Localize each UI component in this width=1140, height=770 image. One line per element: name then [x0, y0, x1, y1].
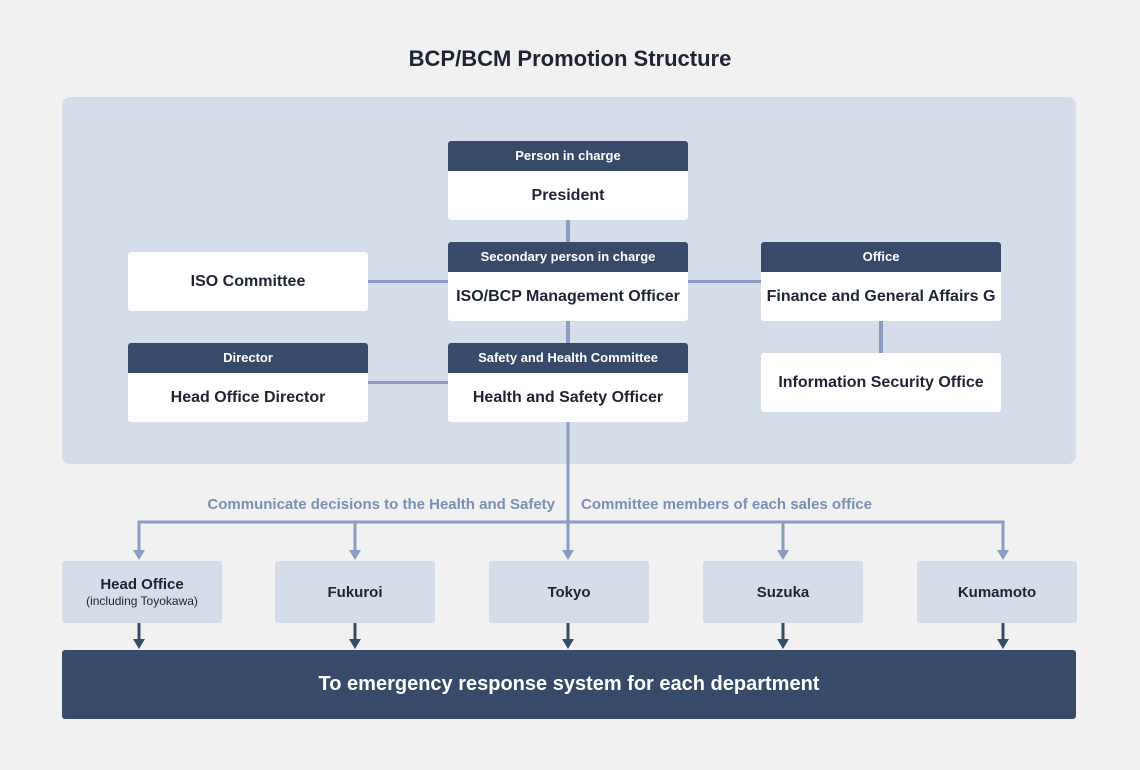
- safety-role-label: Safety and Health Committee: [448, 343, 688, 373]
- director-name: Head Office Director: [170, 388, 326, 406]
- down-arrowhead-tokyo: [562, 639, 574, 649]
- infosec-office-name: Information Security Office: [778, 373, 984, 391]
- arrowhead-kumamoto: [997, 550, 1009, 560]
- director-role-label: Director: [128, 343, 368, 373]
- office-name: Fukuroi: [327, 583, 383, 601]
- office-tokyo: Tokyo: [489, 561, 649, 623]
- office-kumamoto: Kumamoto: [917, 561, 1077, 623]
- connector-management-finance: [687, 280, 761, 283]
- finance-office-name: Finance and General Affairs G: [766, 287, 996, 305]
- arrowhead-tokyo: [562, 550, 574, 560]
- down-arrowhead-head-office: [133, 639, 145, 649]
- connector-management-safety: [566, 321, 570, 343]
- finance-role-label: Office: [761, 242, 1001, 272]
- branch-line: [137, 520, 1005, 550]
- note-right: Committee members of each sales office: [581, 496, 872, 513]
- office-subtitle: (including Toyokawa): [86, 594, 198, 608]
- arrowhead-fukuroi: [349, 550, 361, 560]
- management-officer-box: Secondary person in charge ISO/BCP Manag…: [448, 242, 688, 321]
- iso-committee-box: ISO Committee: [128, 252, 368, 311]
- emergency-response-bar: To emergency response system for each de…: [62, 650, 1076, 719]
- note-left: Communicate decisions to the Health and …: [207, 496, 555, 513]
- president-box: Person in charge President: [448, 141, 688, 220]
- down-arrowhead-suzuka: [777, 639, 789, 649]
- office-name: Kumamoto: [957, 583, 1037, 601]
- arrowhead-suzuka: [777, 550, 789, 560]
- safety-officer-box: Safety and Health Committee Health and S…: [448, 343, 688, 422]
- safety-officer-name: Health and Safety Officer: [472, 388, 664, 406]
- management-officer-name: ISO/BCP Management Officer: [456, 287, 680, 305]
- office-name: Tokyo: [547, 583, 591, 601]
- down-arrowhead-fukuroi: [349, 639, 361, 649]
- down-arrowhead-kumamoto: [997, 639, 1009, 649]
- management-role-label: Secondary person in charge: [448, 242, 688, 272]
- office-suzuka: Suzuka: [703, 561, 863, 623]
- director-box: Director Head Office Director: [128, 343, 368, 422]
- iso-committee-name: ISO Committee: [190, 272, 306, 290]
- connector-president-management: [566, 220, 570, 242]
- arrowhead-head-office: [133, 550, 145, 560]
- connector-director-safety: [367, 381, 448, 384]
- emergency-response-label: To emergency response system for each de…: [318, 673, 820, 695]
- infosec-office-box: Information Security Office: [761, 353, 1001, 412]
- president-role-label: Person in charge: [448, 141, 688, 171]
- office-fukuroi: Fukuroi: [275, 561, 435, 623]
- office-head-office: Head Office (including Toyokawa): [62, 561, 222, 623]
- office-name: Head Office: [100, 576, 184, 593]
- diagram-title: BCP/BCM Promotion Structure: [408, 46, 732, 71]
- office-name: Suzuka: [756, 583, 810, 601]
- connector-iso-management: [367, 280, 448, 283]
- connector-finance-infosec: [879, 321, 883, 353]
- president-name: President: [531, 186, 605, 204]
- finance-office-box: Office Finance and General Affairs G: [761, 242, 1001, 321]
